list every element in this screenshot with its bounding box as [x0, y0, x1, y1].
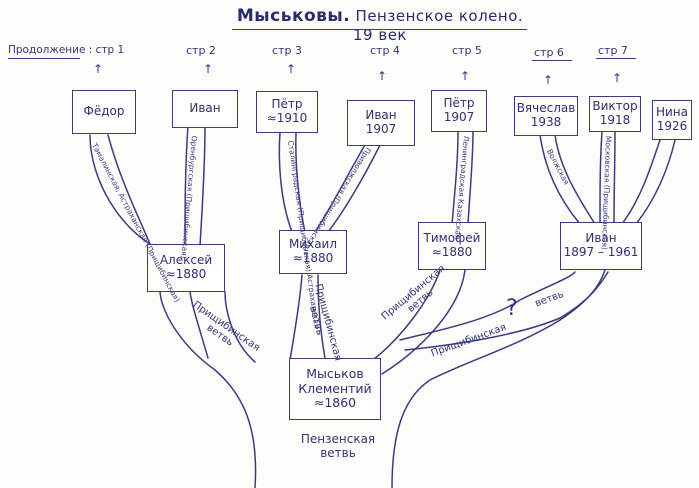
branch-nina-edge-b [635, 139, 676, 225]
branch-mikhail-edge-b [317, 274, 326, 359]
branch-vyacheslav-edge-b [554, 134, 596, 225]
person-surname: Мыськов [306, 366, 364, 382]
branch-ivan2-edge-a [314, 144, 366, 233]
branch-petr2-edge-a [451, 131, 459, 225]
branch-ivan3-edge-b [404, 271, 609, 351]
person-year: 1907 [443, 110, 475, 124]
person-fedor: Фёдор [72, 90, 136, 134]
person-year: ≈1880 [431, 245, 473, 259]
page-ref-6-underline [532, 60, 572, 61]
person-name: Михаил [288, 237, 338, 252]
person-timofey: Тимофей ≈1880 [418, 222, 486, 270]
person-name: Алексей [159, 253, 213, 268]
title-rest: Пензенское колено. 19 век [353, 7, 524, 44]
person-name: Нина [655, 105, 689, 120]
page-ref-6: стр 6 [534, 46, 564, 59]
person-year: ≈1910 [266, 111, 308, 125]
person-name: Иван [189, 101, 221, 116]
branch-viktor-edge-b [613, 131, 616, 225]
person-name: Иван [585, 231, 617, 246]
branch-timofey-edge-a [369, 269, 441, 363]
arrow-up-icon: ↑ [460, 69, 471, 83]
arrow-up-icon: ↑ [612, 71, 623, 85]
page-ref-7-underline [596, 58, 636, 59]
title-underline [232, 29, 527, 30]
branch-petr1-edge-a [278, 131, 293, 233]
person-name: Виктор [592, 99, 638, 114]
branch-timofey-edge-b [381, 269, 466, 375]
person-name: Иван [365, 108, 397, 123]
page-ref-2: стр 2 [186, 44, 216, 57]
branch-fedor-edge-a [89, 134, 161, 251]
person-name: Вячеслав [516, 101, 576, 116]
person-name: Пётр [443, 96, 475, 111]
branch-ivan2-edge-b [327, 144, 381, 233]
person-name: Пётр [271, 97, 303, 112]
branch-viktor-edge-a [599, 131, 603, 225]
arrow-up-icon: ↑ [286, 62, 297, 76]
person-mikhail: Михаил ≈1880 [279, 230, 347, 274]
branch-petr2-edge-b [467, 131, 474, 225]
person-vyacheslav: Вячеслав 1938 [514, 96, 578, 136]
branch-nina-edge-a [621, 139, 661, 225]
trunk-left-edge [159, 289, 257, 488]
person-year: 1918 [599, 113, 631, 127]
branch-ivan1-edge-a [184, 124, 189, 247]
person-year: 1897 – 1961 [563, 245, 639, 259]
person-ivan-3: Иван 1897 – 1961 [560, 222, 642, 270]
person-year: ≈1880 [292, 251, 334, 265]
page-ref-5: стр 5 [452, 44, 482, 57]
person-viktor: Виктор 1918 [589, 96, 641, 132]
page-ref-4: стр 4 [370, 44, 400, 57]
branch-left-edge-a [189, 289, 209, 359]
branch-left-edge-b [224, 291, 256, 363]
continuation-label: Продолжение : стр 1 [8, 44, 125, 56]
branch-fedor-edge-b [107, 134, 151, 245]
branch-mikhail-edge-a [289, 274, 303, 361]
branch-petr1-edge-b [295, 131, 306, 233]
branch-vyacheslav-edge-a [539, 134, 581, 225]
person-kliment: Мыськов Клементий ≈1860 [289, 358, 381, 420]
person-nina: Нина 1926 [652, 100, 692, 140]
arrow-up-icon: ↑ [93, 62, 104, 76]
person-name: Фёдор [83, 104, 125, 119]
person-petr-2: Пётр 1907 [431, 90, 487, 132]
person-ivan-2: Иван 1907 [347, 100, 415, 146]
title-surname: Мыськовы. [236, 6, 351, 26]
arrow-up-icon: ↑ [377, 69, 388, 83]
person-year: 1938 [530, 115, 562, 129]
page-title: Мыськовы. Пензенское колено. 19 век [230, 6, 530, 44]
branch-label-question: ? [506, 296, 518, 321]
person-name: Клементий [298, 380, 372, 396]
person-ivan-1: Иван [172, 90, 238, 128]
branch-ivan1-edge-b [199, 124, 206, 247]
branch-ivan3-edge-a [399, 271, 576, 341]
arrow-up-icon: ↑ [543, 73, 554, 87]
person-year: 1907 [365, 122, 397, 136]
person-petr-1: Пётр ≈1910 [256, 91, 318, 133]
person-year: ≈1860 [313, 395, 357, 411]
person-year: ≈1880 [165, 267, 207, 281]
person-year: 1926 [656, 119, 688, 133]
arrow-up-icon: ↑ [203, 62, 214, 76]
continuation-underline [8, 58, 80, 59]
person-aleksey: Алексей ≈1880 [147, 244, 225, 292]
page-ref-7: стр 7 [598, 44, 628, 57]
person-name: Тимофей [423, 231, 481, 246]
trunk-label: Пензенская ветвь [300, 432, 376, 460]
page-ref-3: стр 3 [272, 44, 302, 57]
